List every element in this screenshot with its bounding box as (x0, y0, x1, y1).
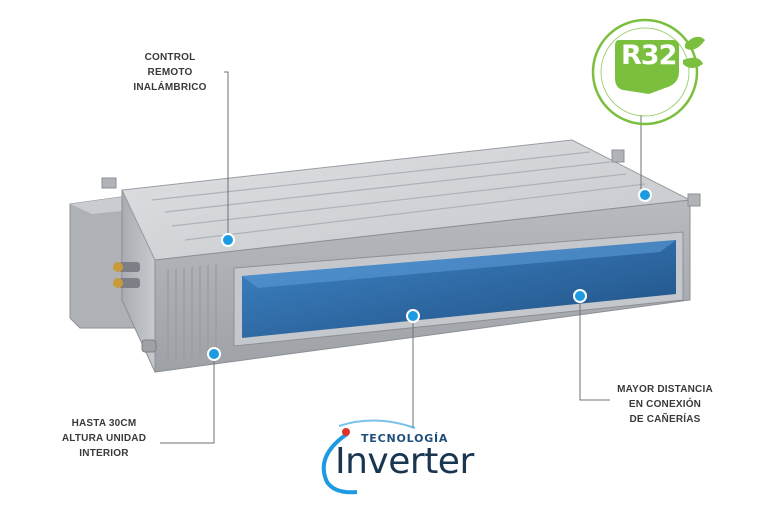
hanging-brackets (101, 149, 701, 207)
hotspots (207, 188, 652, 361)
logo-prefix: TECNOLOGÍA (361, 432, 449, 445)
label-line: DE CAÑERÍAS (629, 414, 701, 425)
leaf-icon (683, 36, 705, 68)
logo-word: Inverter (335, 441, 474, 482)
hotspot-duct[interactable] (406, 309, 420, 323)
label-distancia: MAYOR DISTANCIA EN CONEXIÓN DE CAÑERÍAS (612, 382, 718, 427)
label-line: INALÁMBRICO (133, 82, 207, 93)
label-line: EN CONEXIÓN (628, 399, 702, 410)
label-line: REMOTO (147, 67, 193, 78)
hotspot-piping[interactable] (573, 289, 587, 303)
label-line: HASTA 30CM (71, 418, 137, 429)
label-line: MAYOR DISTANCIA (617, 384, 713, 395)
r32-badge-text: R32 (621, 40, 677, 71)
inverter-logo-swoosh (321, 419, 416, 495)
unit-top-face (121, 139, 692, 261)
leader-lines (160, 71, 642, 444)
r32-badge (591, 18, 705, 126)
hotspot-height[interactable] (207, 347, 221, 361)
hotspot-r32[interactable] (638, 188, 652, 202)
label-line: CONTROL (144, 52, 196, 63)
label-control-remoto: CONTROL REMOTO INALÁMBRICO (118, 50, 222, 95)
pipe-fittings (113, 262, 157, 353)
unit-front-face (154, 199, 691, 373)
label-altura: HASTA 30CM ALTURA UNIDAD INTERIOR (48, 416, 160, 461)
logo-dot-icon (342, 428, 350, 436)
label-line: INTERIOR (79, 448, 129, 459)
label-line: ALTURA UNIDAD (61, 433, 147, 444)
hotspot-control[interactable] (221, 233, 235, 247)
